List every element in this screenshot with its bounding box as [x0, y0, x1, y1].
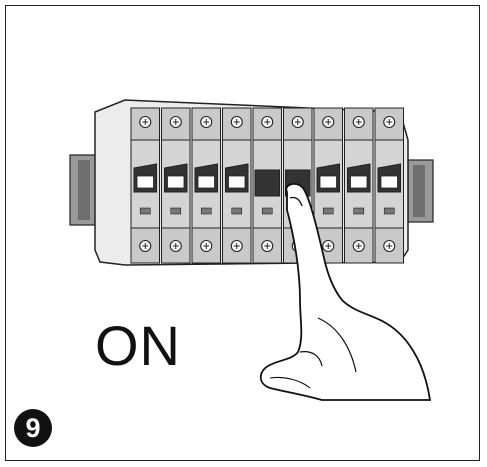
circuit-breaker-module-icon	[192, 108, 221, 263]
toggle-lever-icon	[378, 164, 401, 192]
toggle-lever-icon	[255, 170, 280, 196]
terminal-screw-icon	[323, 117, 334, 128]
terminal-screw-icon	[353, 117, 364, 128]
terminal-screw-icon	[323, 241, 334, 252]
terminal-screw-icon	[262, 117, 273, 128]
terminal-screw-icon	[140, 241, 151, 252]
toggle-lever-icon	[348, 164, 371, 192]
terminal-screw-icon	[353, 241, 364, 252]
step-number-badge: 9	[14, 409, 52, 447]
on-label: ON	[95, 318, 181, 374]
terminal-screw-icon	[231, 241, 242, 252]
circuit-breaker-module-icon	[375, 108, 404, 263]
terminal-screw-icon	[201, 241, 212, 252]
circuit-breaker-module-icon	[223, 108, 252, 263]
circuit-breaker-module-icon	[345, 108, 374, 263]
toggle-lever-icon	[165, 164, 188, 192]
terminal-screw-icon	[292, 117, 303, 128]
terminal-screw-icon	[140, 117, 151, 128]
toggle-lever-icon	[134, 164, 157, 192]
toggle-lever-icon	[317, 164, 340, 192]
terminal-screw-icon	[201, 117, 212, 128]
toggle-lever-icon	[226, 164, 249, 192]
terminal-screw-icon	[170, 117, 181, 128]
terminal-screw-icon	[384, 117, 395, 128]
terminal-screw-icon	[384, 241, 395, 252]
circuit-breaker-module-icon	[162, 108, 191, 263]
terminal-screw-icon	[170, 241, 181, 252]
breaker-modules	[131, 108, 404, 263]
toggle-lever-icon	[195, 164, 218, 192]
terminal-screw-icon	[262, 241, 273, 252]
circuit-breaker-module-icon	[253, 108, 282, 263]
circuit-breaker-module-icon	[131, 108, 160, 263]
terminal-screw-icon	[231, 117, 242, 128]
